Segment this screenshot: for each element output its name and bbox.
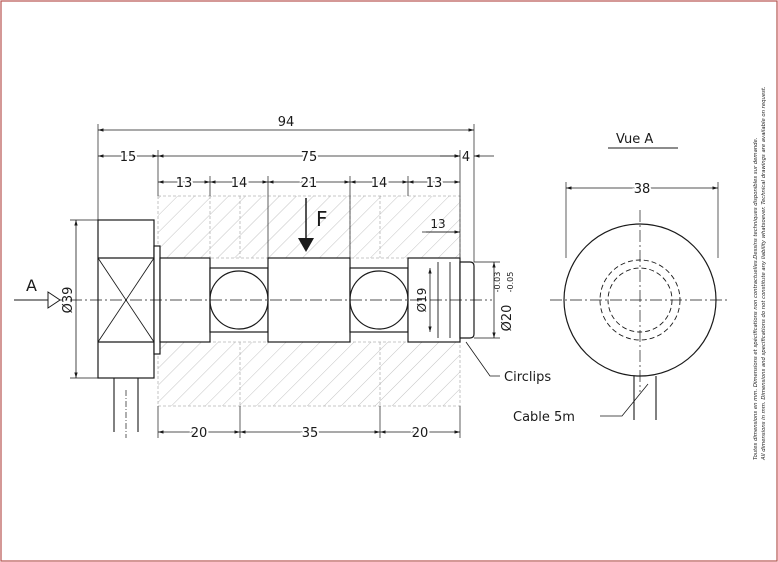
view-marker-label: A	[26, 276, 37, 295]
dim-head-length: 15	[120, 150, 137, 165]
leader-lines	[465, 341, 649, 417]
dim-clip-offset: 13	[430, 217, 445, 231]
dim-tol-lower: -0.05	[506, 272, 515, 293]
dim-seg-3: 21	[301, 176, 318, 191]
cable-left	[113, 378, 139, 438]
cable-label: Cable 5m	[513, 410, 575, 425]
dim-seg-1: 13	[176, 176, 193, 191]
side-view: Vue A 38	[550, 132, 730, 420]
dim-seg-2: 14	[231, 176, 248, 191]
dim-end-diameter: Ø20	[500, 305, 515, 332]
dim-seg-5: 13	[426, 176, 443, 191]
note-french: Toutes dimensions en mm. Dimensions et s…	[752, 138, 759, 461]
force-label: F	[316, 207, 328, 231]
dim-pin-diameter: Ø19	[415, 288, 429, 313]
dim-tol-upper: -0.03	[493, 272, 502, 293]
dim-side-diameter: 38	[634, 182, 651, 197]
dim-support-3: 20	[412, 426, 429, 441]
view-title: Vue A	[616, 132, 653, 147]
circlips-label: Circlips	[504, 370, 551, 385]
dim-support-1: 20	[191, 426, 208, 441]
dim-support-2: 35	[302, 426, 319, 441]
dim-body-length: 75	[301, 150, 318, 165]
force-arrow	[298, 198, 314, 252]
note-english: All dimensions in mm. Dimensions and spe…	[761, 86, 767, 461]
dimension-lines	[74, 128, 496, 434]
dim-head-diameter: Ø39	[61, 287, 76, 314]
dim-overall-length: 94	[278, 115, 295, 130]
dim-seg-4: 14	[371, 176, 388, 191]
dim-clip-length: 4	[462, 150, 470, 165]
view-arrow	[14, 291, 61, 309]
